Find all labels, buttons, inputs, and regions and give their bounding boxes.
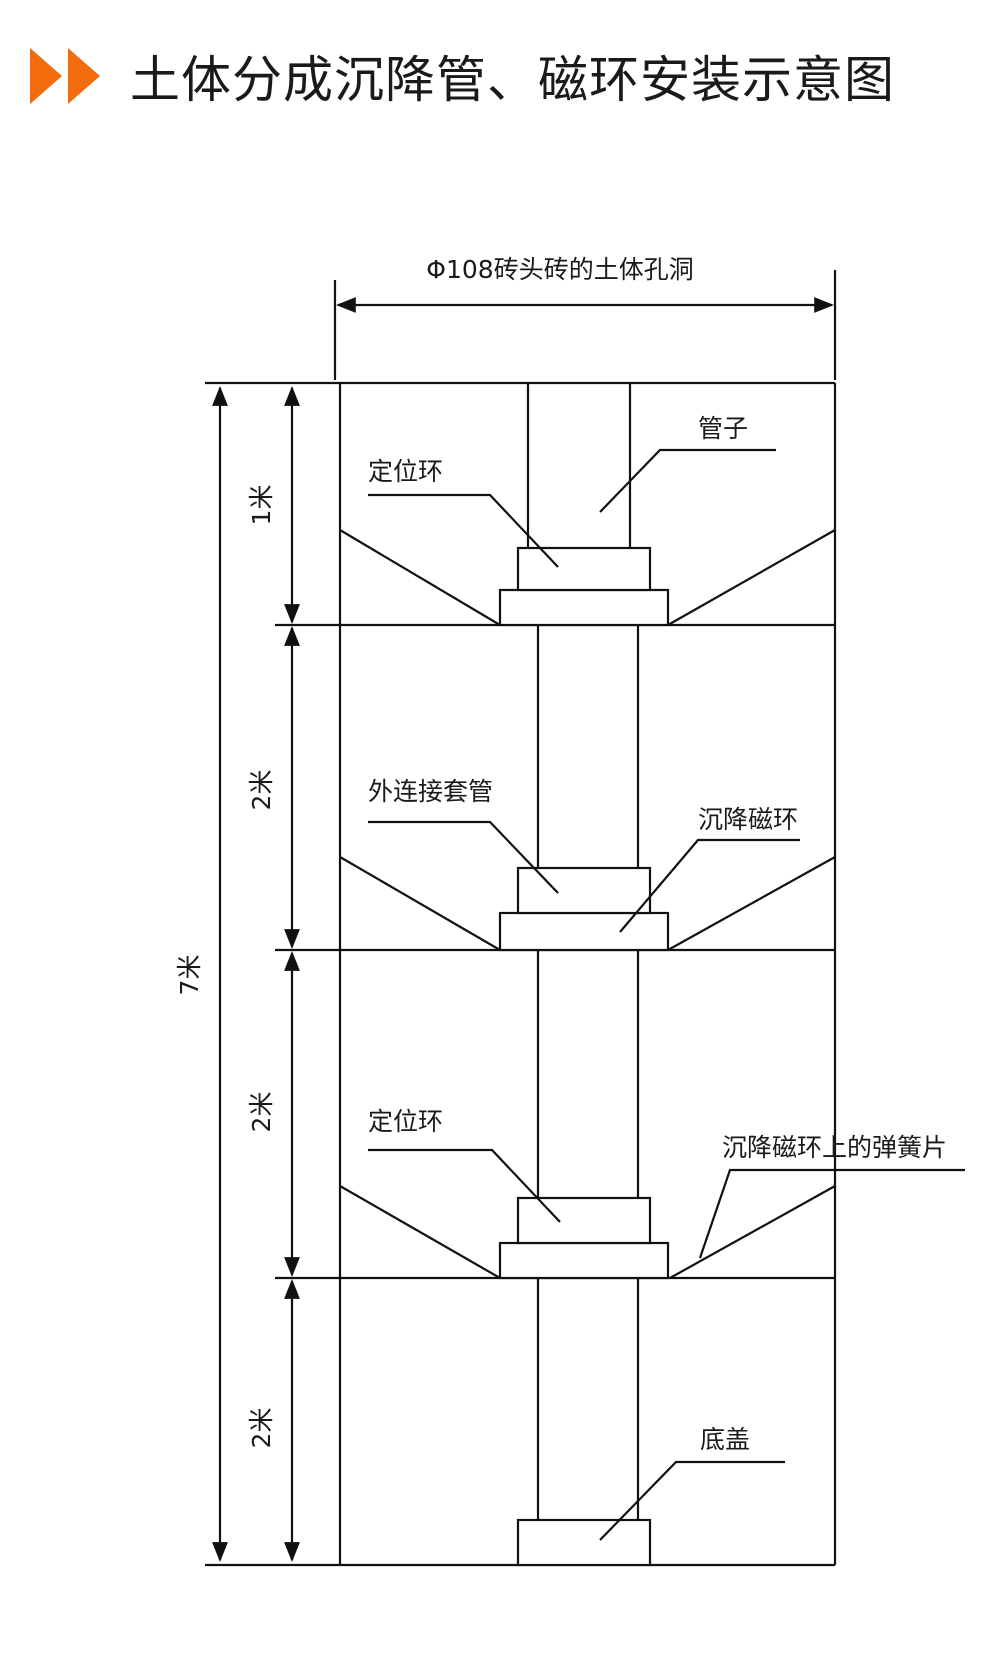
coupling-sleeve-label: 外连接套管 (368, 777, 493, 806)
segment-1-label: 1米 (247, 485, 276, 526)
total-depth-label: 7米 (175, 955, 204, 996)
page-header: 土体分成沉降管、磁环安装示意图 (0, 0, 1000, 150)
ring-assembly-2 (339, 856, 836, 952)
pipe-label: 管子 (698, 414, 748, 443)
settlement-ring-2 (498, 911, 670, 952)
ring-assembly-1 (339, 529, 836, 627)
positioning-ring-2-label: 定位环 (368, 1107, 443, 1136)
segment-2-label: 2米 (247, 770, 276, 811)
hole-diameter-label: Φ108砖头砖的土体孔洞 (426, 255, 693, 284)
double-arrow-icon (30, 48, 100, 104)
segment-3-label: 2米 (247, 1092, 276, 1133)
positioning-ring-1-leader (368, 493, 559, 568)
positioning-ring-2 (516, 1196, 652, 1245)
positioning-ring-1 (516, 546, 652, 592)
pipe-leader (599, 448, 776, 513)
bottom-cap-leader (599, 1460, 785, 1541)
bottom-cap-label: 底盖 (700, 1425, 750, 1454)
segment-4-label: 2米 (247, 1408, 276, 1449)
settlement-ring-1 (498, 588, 670, 627)
settlement-ring-leader (619, 838, 800, 933)
settlement-ring-3 (498, 1241, 670, 1280)
coupling-sleeve-leader (368, 820, 559, 894)
spring-plate-label: 沉降磁环上的弹簧片 (722, 1133, 947, 1162)
bottom-cap (516, 1518, 652, 1567)
positioning-ring-1-label: 定位环 (368, 457, 443, 486)
spring-plate-leader (698, 1168, 965, 1259)
ring-assembly-3 (339, 1185, 836, 1280)
positioning-ring-2-leader (368, 1148, 561, 1223)
settlement-ring-label: 沉降磁环 (698, 805, 798, 834)
coupling-sleeve (516, 866, 652, 915)
page-title: 土体分成沉降管、磁环安装示意图 (130, 51, 895, 109)
